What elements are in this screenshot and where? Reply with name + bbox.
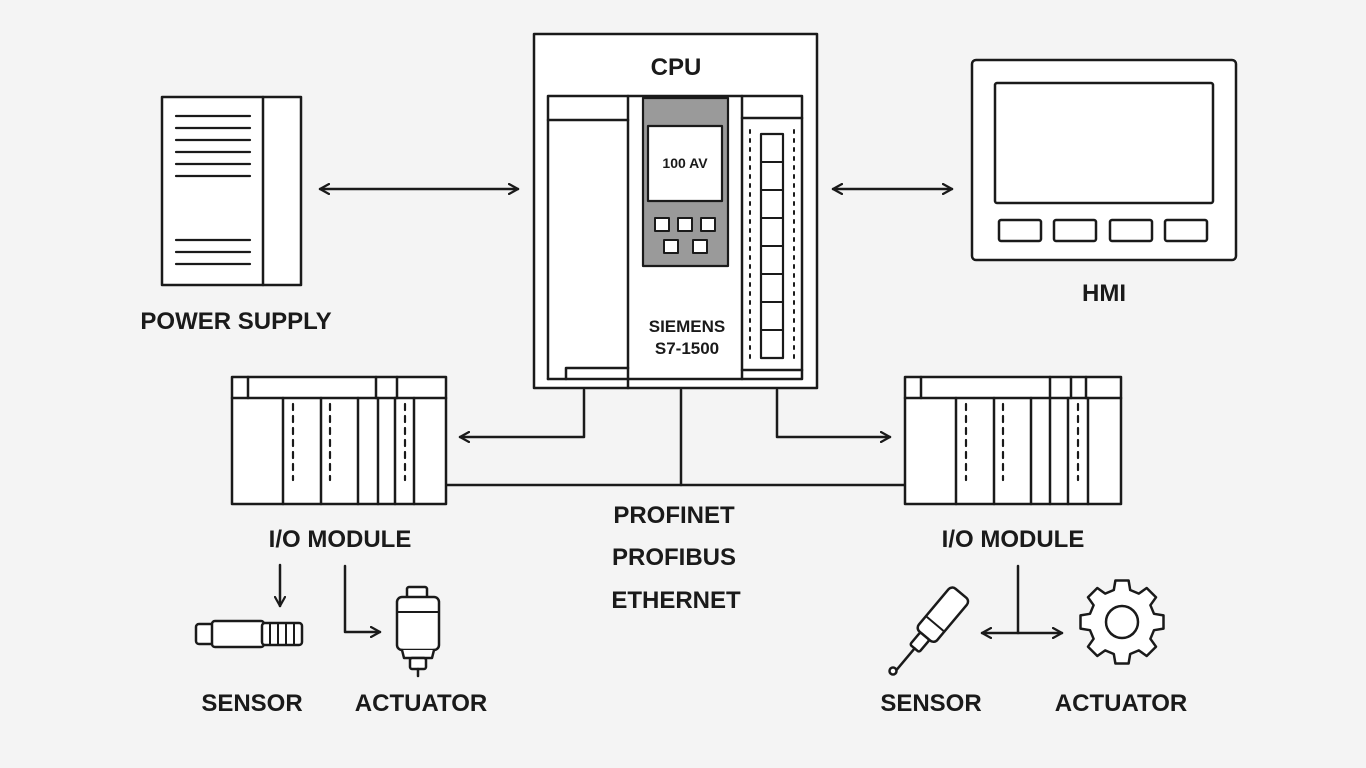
brand-name: SIEMENS bbox=[649, 317, 726, 336]
display-text: 100 AV bbox=[662, 155, 708, 171]
io-module-rack-icon bbox=[230, 375, 448, 506]
power-supply-icon bbox=[160, 95, 303, 287]
io-module-rack-icon bbox=[903, 375, 1123, 506]
sensor-label-right: SENSOR bbox=[880, 690, 981, 717]
model-name: S7-1500 bbox=[655, 339, 719, 358]
plc-cpu-icon bbox=[532, 32, 819, 390]
network-label-profinet: PROFINET bbox=[613, 502, 735, 529]
gear-icon bbox=[1079, 579, 1165, 665]
actuator-label-right: ACTUATOR bbox=[1055, 690, 1187, 717]
hmi-label: HMI bbox=[1082, 280, 1126, 307]
cylindrical-sensor-icon bbox=[194, 619, 304, 649]
io-module-label-right: I/O MODULE bbox=[942, 526, 1085, 553]
actuator-label-left: ACTUATOR bbox=[355, 690, 487, 717]
power-supply-label: POWER SUPPLY bbox=[140, 308, 331, 335]
network-label-ethernet: ETHERNET bbox=[611, 587, 741, 614]
hmi-panel-icon bbox=[970, 58, 1238, 262]
io-actuator-arrow bbox=[343, 564, 382, 632]
cpu-title: CPU bbox=[651, 54, 702, 81]
solenoid-actuator-icon bbox=[395, 585, 441, 678]
io-module-label-left: I/O MODULE bbox=[269, 526, 412, 553]
sensor-label-left: SENSOR bbox=[201, 690, 302, 717]
network-bus-lines bbox=[445, 388, 908, 487]
probe-sensor-icon bbox=[888, 586, 970, 676]
network-label-profibus: PROFIBUS bbox=[612, 544, 736, 571]
